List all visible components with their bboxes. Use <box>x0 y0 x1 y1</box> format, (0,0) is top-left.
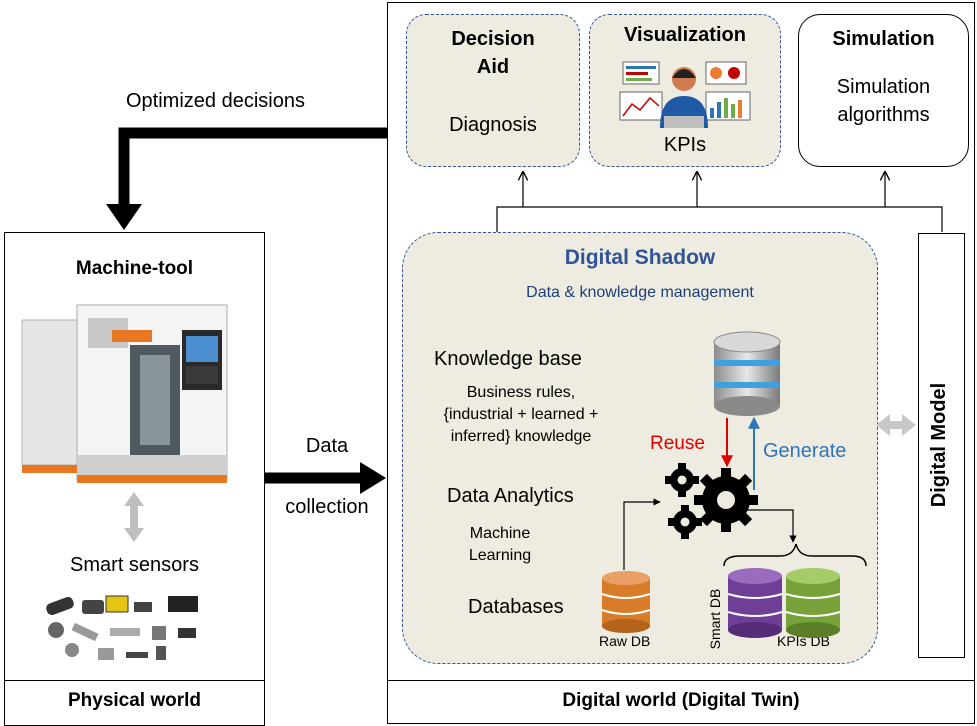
kb-line3: inferred} knowledge <box>450 428 592 445</box>
decision-aid-title-line2: Aid <box>476 56 510 78</box>
knowledge-base-title: Knowledge base <box>434 348 582 370</box>
raw-db-icon <box>601 571 651 633</box>
gears-icon <box>665 463 758 539</box>
digital-world-label: Digital world (Digital Twin) <box>562 690 800 711</box>
knowledge-base-database-icon <box>713 331 781 416</box>
smart-db-icon <box>727 568 783 638</box>
rawdb-to-analytics-arrow <box>623 498 661 570</box>
simulation-box <box>798 14 969 167</box>
decision-aid-box <box>406 14 580 167</box>
optimized-decisions-arrow <box>106 127 388 230</box>
kb-line2: {industrial + learned + <box>443 406 599 423</box>
simulation-body-line2: algorithms <box>837 104 930 126</box>
analytics-to-smartdb-arrow <box>744 509 797 543</box>
digital-world-panel <box>387 2 975 724</box>
physical-footer-divider <box>4 680 265 681</box>
connector-tree <box>496 172 943 232</box>
double-arrow-horizontal <box>876 414 916 436</box>
data-collection-label-line1: Data <box>305 435 349 457</box>
machine-tool-title: Machine-tool <box>75 258 194 279</box>
double-arrow-vertical <box>124 492 144 542</box>
kpis-label: KPIs <box>663 134 707 156</box>
ml-line1: Machine <box>469 525 531 542</box>
diagnosis-label: Diagnosis <box>449 114 537 136</box>
digital-footer-divider <box>387 680 975 681</box>
physical-world-label: Physical world <box>67 690 202 711</box>
simulation-title: Simulation <box>832 28 935 50</box>
raw-db-label: Raw DB <box>599 633 651 649</box>
smart-sensors-label: Smart sensors <box>70 554 199 576</box>
optimized-decisions-label: Optimized decisions <box>126 90 305 112</box>
digital-shadow-subtitle: Data & knowledge management <box>526 284 754 301</box>
digital-shadow-title: Digital Shadow <box>564 246 716 269</box>
kpis-db-icon <box>785 568 841 638</box>
visualization-title: Visualization <box>624 24 746 46</box>
smart-db-brace <box>723 543 867 567</box>
smart-sensors-image <box>46 595 198 660</box>
data-collection-label-line2: collection <box>285 496 369 518</box>
machine-tool-image <box>21 304 228 483</box>
generate-label: Generate <box>763 440 847 462</box>
kb-line1: Business rules, <box>466 384 576 401</box>
decision-aid-title-line1: Decision <box>451 28 535 50</box>
reuse-label: Reuse <box>650 433 705 454</box>
ml-line2: Learning <box>468 547 532 564</box>
data-collection-arrow <box>265 462 386 494</box>
digital-model-box <box>918 233 965 658</box>
simulation-body-line1: Simulation <box>836 76 931 98</box>
databases-title: Databases <box>468 596 564 618</box>
data-analytics-title: Data Analytics <box>447 485 574 507</box>
dashboard-icon <box>619 61 751 128</box>
